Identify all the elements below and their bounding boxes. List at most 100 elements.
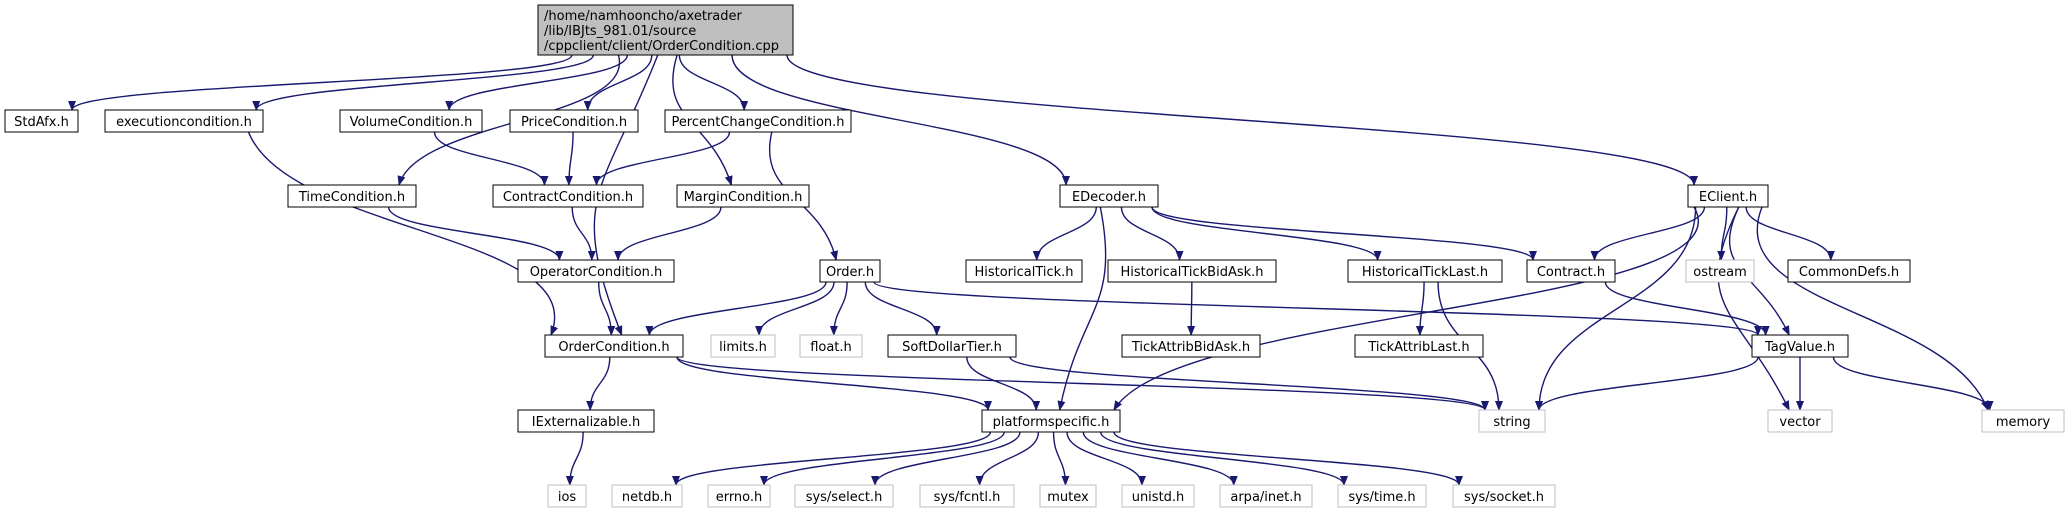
node-systime: sys/time.h — [1337, 484, 1427, 508]
node-box-contract — [1526, 259, 1616, 283]
node-box-errno — [707, 484, 771, 508]
node-softdollar[interactable]: SoftDollarTier.h — [887, 334, 1017, 358]
edge-eclient-to-contract — [1590, 206, 1706, 261]
node-box-syssocket — [1452, 484, 1556, 508]
node-label-eclient: EClient.h — [1699, 190, 1757, 205]
node-box-string — [1478, 409, 1546, 433]
edge-platform-to-netdb — [672, 431, 992, 486]
node-operator[interactable]: OperatorCondition.h — [517, 259, 675, 283]
edge-volume-to-contractcond — [433, 131, 549, 186]
node-box-stdafx — [4, 109, 79, 133]
node-errno: errno.h — [707, 484, 771, 508]
edge-order-to-tagvalue — [873, 281, 1762, 336]
node-box-iext — [517, 409, 655, 433]
node-label-execution: executioncondition.h — [116, 115, 252, 130]
node-ordercond[interactable]: OrderCondition.h — [544, 334, 684, 358]
node-platform[interactable]: platformspecific.h — [981, 409, 1121, 433]
node-percent[interactable]: PercentChangeCondition.h — [664, 109, 852, 133]
edge-softdollar-to-platform — [966, 356, 1041, 411]
node-sysselect: sys/select.h — [794, 484, 894, 508]
edge-root-to-percent — [678, 54, 749, 111]
edge-order-to-softdollar — [864, 281, 941, 336]
edge-platform-to-syssocket — [1113, 431, 1463, 486]
node-label-limits: limits.h — [719, 340, 767, 355]
node-volume[interactable]: VolumeCondition.h — [339, 109, 483, 133]
node-commondefs[interactable]: CommonDefs.h — [1787, 259, 1911, 283]
edge-root-to-volume — [445, 54, 629, 111]
node-box-sysfcntl — [919, 484, 1015, 508]
edge-eclient-to-vector — [1717, 206, 1790, 411]
edge-ordercond-to-iext — [586, 356, 611, 411]
edge-iext-to-ios — [565, 431, 584, 486]
node-edecoder[interactable]: EDecoder.h — [1059, 184, 1159, 208]
node-histbidask[interactable]: HistoricalTickBidAsk.h — [1107, 259, 1277, 283]
edge-root-to-edecoder — [731, 54, 1070, 186]
node-ticklast[interactable]: TickAttribLast.h — [1354, 334, 1484, 358]
node-contract[interactable]: Contract.h — [1526, 259, 1616, 283]
edge-platform-to-arpainet — [1082, 431, 1238, 486]
node-box-systime — [1337, 484, 1427, 508]
node-memory: memory — [1981, 409, 2065, 433]
node-label-arpainet: arpa/inet.h — [1230, 490, 1301, 505]
node-box-platform — [981, 409, 1121, 433]
node-box-histtick — [965, 259, 1083, 283]
node-vector: vector — [1767, 409, 1833, 433]
node-histtick[interactable]: HistoricalTick.h — [965, 259, 1083, 283]
edge-root-to-stdafx — [68, 54, 573, 111]
node-label-string: string — [1493, 415, 1530, 430]
node-label-histbidask: HistoricalTickBidAsk.h — [1120, 265, 1263, 280]
node-ios: ios — [547, 484, 587, 508]
edge-edecoder-to-histbidask — [1120, 206, 1184, 261]
node-histlast[interactable]: HistoricalTickLast.h — [1347, 259, 1503, 283]
node-box-histbidask — [1107, 259, 1277, 283]
edge-contract-to-tagvalue — [1604, 281, 1770, 336]
edge-tagvalue-to-string — [1535, 356, 1759, 411]
node-iext[interactable]: IExternalizable.h — [517, 409, 655, 433]
node-tagvalue[interactable]: TagValue.h — [1751, 334, 1849, 358]
node-box-percent — [664, 109, 852, 133]
node-label-softdollar: SoftDollarTier.h — [902, 340, 1002, 355]
node-label-memory: memory — [1996, 415, 2051, 430]
node-box-ordercond — [544, 334, 684, 358]
node-box-operator — [517, 259, 675, 283]
node-label-vector: vector — [1779, 415, 1821, 430]
node-sysfcntl: sys/fcntl.h — [919, 484, 1015, 508]
node-price[interactable]: PriceCondition.h — [509, 109, 639, 133]
edge-ordercond-to-platform — [676, 356, 992, 411]
node-tickbidask[interactable]: TickAttribBidAsk.h — [1121, 334, 1261, 358]
node-label-order: Order.h — [826, 265, 874, 280]
node-label-platform: platformspecific.h — [993, 415, 1110, 430]
edge-edecoder-to-histtick — [1032, 206, 1097, 261]
node-float: float.h — [799, 334, 863, 358]
node-box-volume — [339, 109, 483, 133]
node-label-edecoder: EDecoder.h — [1072, 190, 1146, 205]
edge-eclient-to-memory — [1756, 206, 1989, 411]
node-layer: /home/namhooncho/axetrader/lib/IBJts_981… — [4, 4, 2065, 508]
node-label-float: float.h — [810, 340, 852, 355]
edge-eclient-to-string — [1535, 206, 1697, 411]
node-order[interactable]: Order.h — [819, 259, 881, 283]
edge-platform-to-systime — [1099, 431, 1348, 486]
node-box-root — [537, 4, 794, 56]
edge-operator-to-ordercond — [598, 281, 616, 336]
node-label-stdafx: StdAfx.h — [14, 115, 69, 130]
node-root[interactable]: /home/namhooncho/axetrader/lib/IBJts_981… — [537, 4, 794, 56]
node-box-limits — [710, 334, 776, 358]
node-eclient[interactable]: EClient.h — [1687, 184, 1769, 208]
node-label-operator: OperatorCondition.h — [530, 265, 663, 280]
node-label-contractcond: ContractCondition.h — [503, 190, 633, 205]
node-label-syssocket: sys/socket.h — [1464, 490, 1544, 505]
node-box-ios — [547, 484, 587, 508]
node-margin[interactable]: MarginCondition.h — [676, 184, 810, 208]
node-box-softdollar — [887, 334, 1017, 358]
node-label-histtick: HistoricalTick.h — [974, 265, 1073, 280]
node-stdafx[interactable]: StdAfx.h — [4, 109, 79, 133]
edge-histlast-to-ticklast — [1415, 281, 1425, 336]
edge-root-to-execution — [252, 54, 594, 111]
node-unistd: unistd.h — [1121, 484, 1195, 508]
edge-histbidask-to-tickbidask — [1187, 281, 1196, 336]
node-execution[interactable]: executioncondition.h — [104, 109, 264, 133]
node-box-arpainet — [1219, 484, 1313, 508]
node-contractcond[interactable]: ContractCondition.h — [492, 184, 644, 208]
node-time[interactable]: TimeCondition.h — [287, 184, 417, 208]
